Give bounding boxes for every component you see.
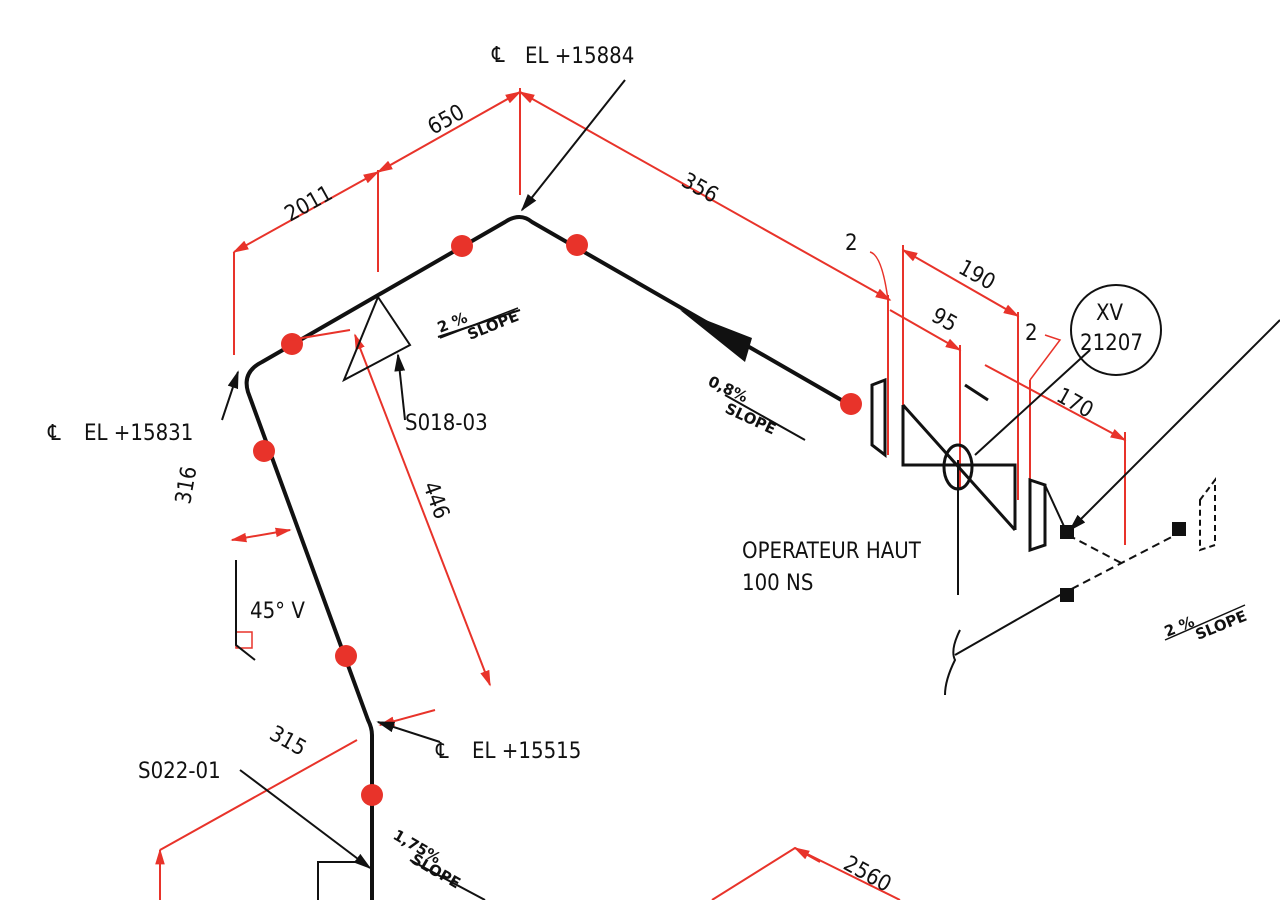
weld-dot: [253, 440, 275, 462]
dimension-95: 95: [927, 303, 961, 337]
elevation-label: EL +15831: [84, 421, 193, 446]
valve-tag-line1: XV: [1096, 301, 1124, 326]
support-icon: [342, 294, 412, 383]
dimension-lines: [155, 88, 1127, 900]
centerline-symbol: ℄: [435, 739, 449, 764]
valve-tag-line2: 21207: [1080, 331, 1143, 356]
gap-dimension: 2: [1025, 321, 1038, 346]
dimension-2011: 2011: [281, 181, 337, 227]
valve-tag-bubble: [1070, 284, 1162, 376]
flange-icon: [1028, 477, 1047, 553]
weld-dot: [840, 393, 862, 415]
symbols: [221, 79, 1280, 900]
slope-label: SLOPE: [722, 399, 778, 438]
slope-percent: 0,8%: [705, 372, 750, 406]
dimension-446: 446: [417, 479, 453, 523]
weld-points: [253, 234, 862, 806]
dimension-2560: 2560: [839, 851, 895, 897]
flow-arrow-icon: [680, 310, 752, 362]
dimension-190: 190: [954, 255, 999, 295]
weld-dot: [361, 784, 383, 806]
support-label: S022-01: [138, 759, 221, 784]
centerline-symbol: ℄: [491, 43, 505, 68]
angle-label: 45° V: [250, 599, 305, 624]
slope-label: SLOPE: [1193, 607, 1250, 644]
elevation-label: EL +15515: [472, 739, 581, 764]
dimension-316: 316: [171, 464, 202, 506]
weld-dot: [281, 333, 303, 355]
dimension-170: 170: [1052, 383, 1097, 423]
dimension-650: 650: [424, 100, 469, 140]
support-label: S018-03: [405, 411, 488, 436]
gap-dimension: 2: [845, 231, 858, 256]
weld-dot: [335, 645, 357, 667]
flange-icon: [870, 377, 887, 459]
centerline-symbol: ℄: [47, 421, 61, 446]
elevation-label: EL +15884: [525, 44, 634, 69]
slope-label: SLOPE: [465, 307, 522, 344]
weld-dot: [566, 234, 588, 256]
weld-dot: [451, 235, 473, 257]
valve-note-line2: 100 NS: [742, 571, 813, 596]
dimension-315: 315: [265, 721, 310, 761]
valve-note-line1: OPERATEUR HAUT: [742, 539, 922, 564]
